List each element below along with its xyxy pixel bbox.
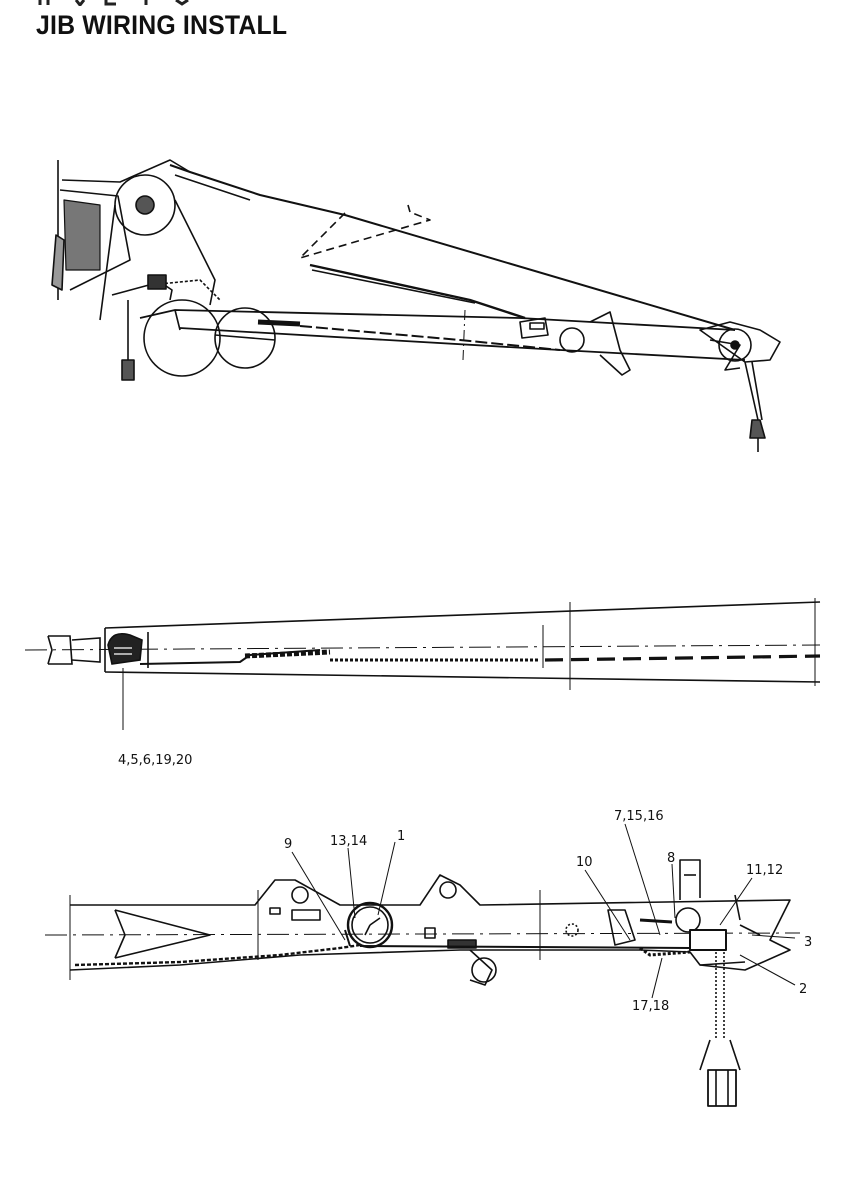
crane-side-view — [51, 159, 781, 452]
clipped-header-fragment — [38, 0, 189, 6]
callout-13-14: 13,14 — [330, 834, 367, 849]
callout-11-12: 11,12 — [746, 863, 783, 878]
callout-3: 3 — [804, 935, 812, 950]
callout-4-5-6-19-20: 4,5,6,19,20 — [118, 753, 192, 768]
callout-1: 1 — [397, 829, 405, 844]
page-title: JIB WIRING INSTALL — [36, 10, 288, 40]
jib-plan-view — [24, 598, 821, 730]
callout-17-18: 17,18 — [632, 999, 669, 1014]
callout-10: 10 — [576, 855, 593, 870]
jib-detail-view — [44, 823, 801, 1107]
callout-9: 9 — [284, 837, 292, 852]
callout-8: 8 — [667, 851, 675, 866]
callout-7-15-16: 7,15,16 — [614, 809, 664, 824]
callout-2: 2 — [799, 982, 807, 997]
